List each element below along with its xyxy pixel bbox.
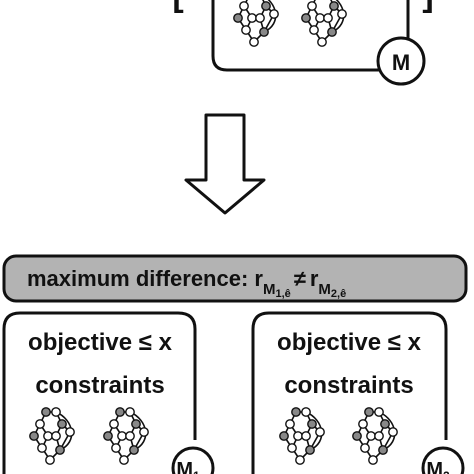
left-constraints-label: constraints [35,372,164,399]
banner-prefix: maximum difference: r [27,266,263,291]
left-model: objective ≤ x constraints M1 [2,311,215,474]
banner-text: maximum difference: rM1,ê≠rM2,ê [27,266,346,300]
network-icon [300,0,348,47]
banner-neq: ≠ [294,266,306,291]
top-model-box [211,0,392,72]
model-badge-m2 [421,446,465,474]
top-bracket-right: ] [422,0,433,14]
network-icon [278,406,326,466]
banner-left-sub-index: 1,ê [275,288,290,300]
right-model: objective ≤ x constraints M2 [251,311,465,474]
banner-right-sub-index: 2,ê [331,288,346,300]
model-badge-m1-label: M1 [176,459,200,474]
left-objective-label: objective ≤ x [28,329,173,356]
model-badge-m2-label: M2 [426,459,450,474]
right-constraints-label: constraints [284,372,413,399]
banner-right-sub: M [318,281,331,298]
banner-box [2,254,468,303]
right-model-box [251,311,448,474]
model-badge-m1 [171,446,215,474]
down-arrow-icon [184,113,266,215]
left-model-box [2,311,197,474]
model-badge-top [376,36,426,86]
max-difference-banner: maximum difference: rM1,ê≠rM2,ê [2,254,468,303]
top-model: M [ ] [172,0,434,86]
banner-right-r: r [310,266,319,291]
right-objective-label: objective ≤ x [277,329,422,356]
network-icon [233,0,280,47]
model-badge-top-label: M [392,50,410,75]
banner-left-sub: M [263,281,276,298]
top-bracket-left: [ [172,0,183,14]
network-icon [28,406,75,466]
network-icon [103,406,149,466]
network-icon [351,406,399,466]
